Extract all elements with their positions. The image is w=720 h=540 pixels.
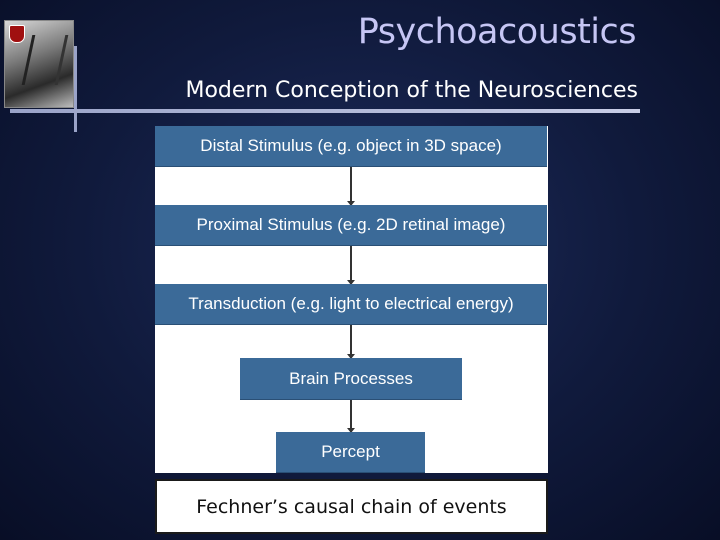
figure-image (21, 35, 69, 85)
step-percept: Percept (276, 432, 425, 473)
slide-subtitle: Modern Conception of the Neurosciences (185, 78, 638, 103)
university-logo (4, 20, 74, 108)
vertical-divider (74, 46, 77, 132)
arrow-down-icon (347, 167, 355, 206)
step-transduction: Transduction (e.g. light to electrical e… (155, 284, 547, 325)
arrow-down-icon (347, 325, 355, 359)
arrow-down-icon (347, 246, 355, 285)
crest-icon (9, 25, 25, 43)
step-proximal-stimulus: Proximal Stimulus (e.g. 2D retinal image… (155, 205, 547, 246)
horizontal-divider (10, 109, 640, 113)
step-distal-stimulus: Distal Stimulus (e.g. object in 3D space… (155, 126, 547, 167)
flow-diagram: Distal Stimulus (e.g. object in 3D space… (155, 126, 548, 473)
diagram-caption: Fechner’s causal chain of events (155, 479, 548, 534)
step-brain-processes: Brain Processes (240, 358, 462, 400)
arrow-down-icon (347, 400, 355, 433)
slide-title: Psychoacoustics (357, 12, 637, 52)
